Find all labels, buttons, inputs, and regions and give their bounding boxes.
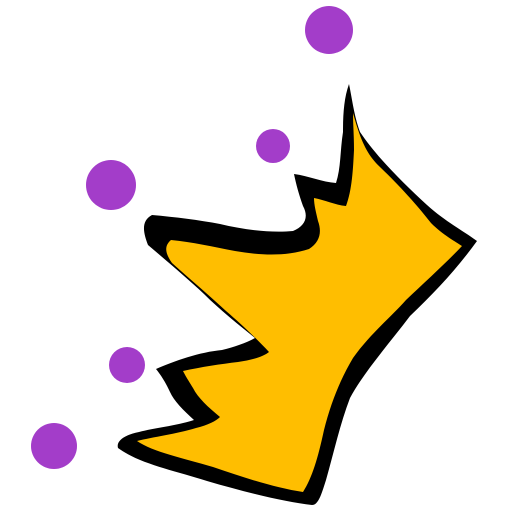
dot-bottom-left — [31, 423, 77, 469]
purple-dots — [31, 6, 353, 469]
dot-left-upper — [86, 160, 136, 210]
dot-small-upper — [256, 129, 290, 163]
dot-left-middle — [109, 347, 145, 383]
dot-top — [305, 6, 353, 54]
crown-icon — [117, 84, 477, 505]
crown-fill — [137, 113, 462, 492]
